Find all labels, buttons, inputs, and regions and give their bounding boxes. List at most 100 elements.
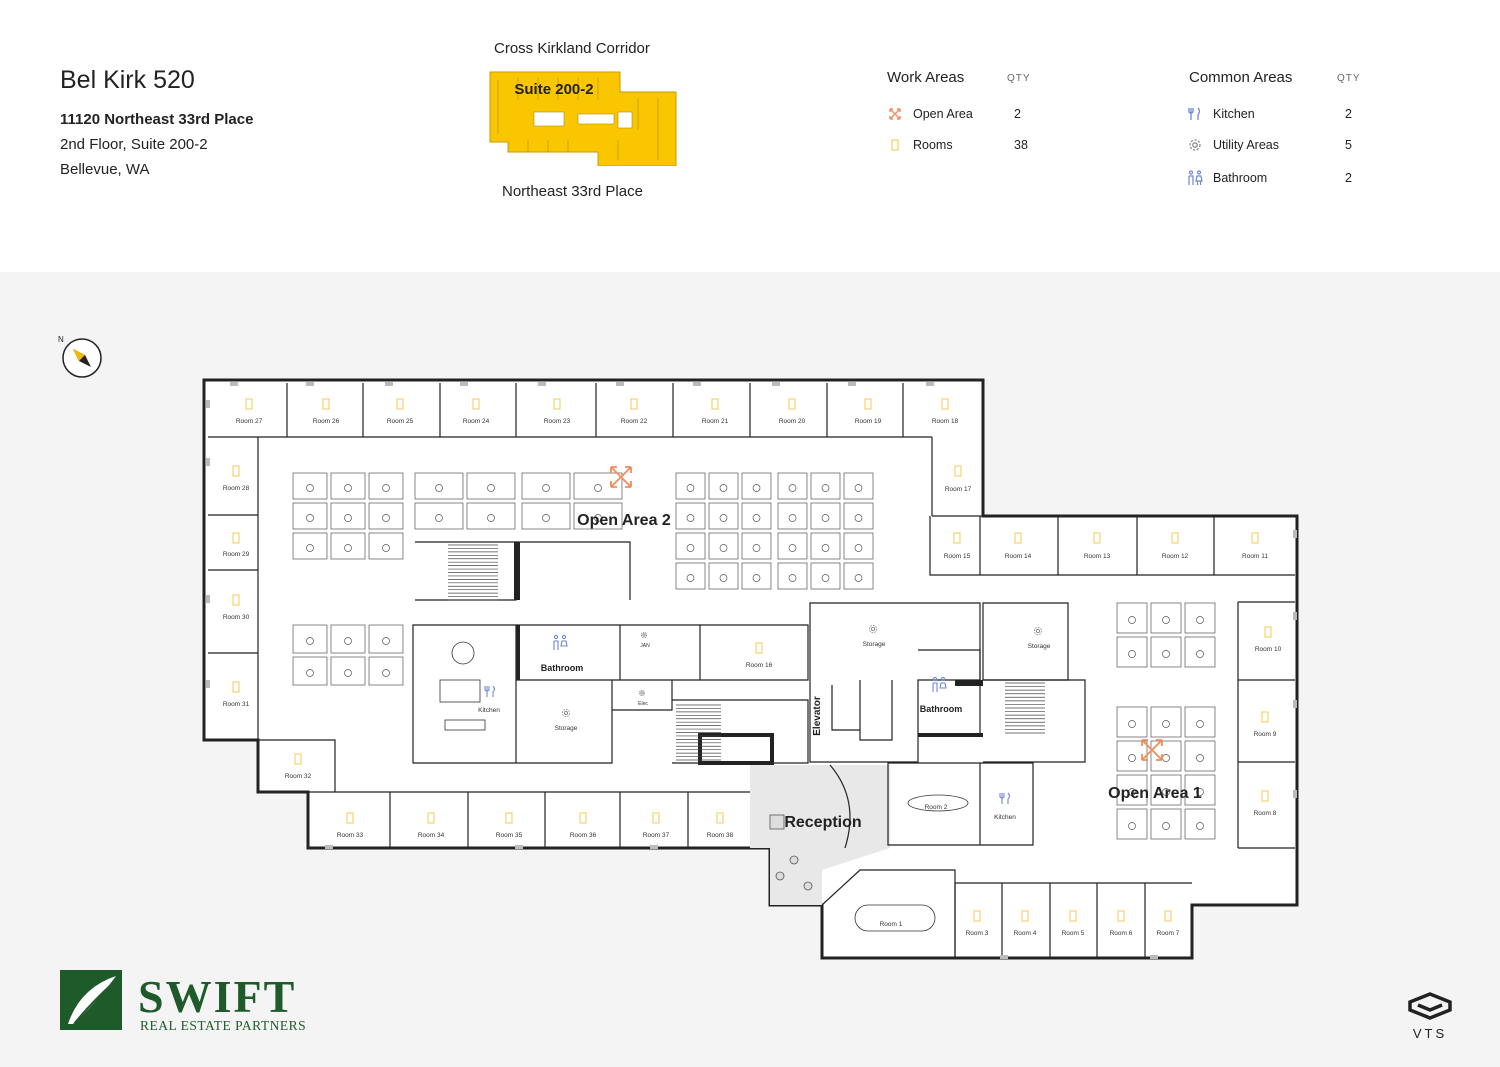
workstation-desk — [741, 562, 772, 590]
room-18-label: Room 18 — [932, 418, 959, 425]
workstation-chair — [1196, 822, 1204, 830]
compass-icon: N — [58, 335, 102, 378]
workstation-chair — [854, 484, 863, 492]
room-22-label: Room 22 — [621, 418, 648, 425]
workstation-chair — [1196, 754, 1204, 762]
room-1-label: Room 1 — [880, 921, 903, 928]
street-address: 11120 Northeast 33rd Place — [60, 111, 254, 128]
storage-b-label: Storage — [863, 641, 886, 648]
header-panel: Bel Kirk 520 11120 Northeast 33rd Place … — [0, 0, 1500, 272]
room-31-label: Room 31 — [223, 701, 250, 708]
room-9-label: Room 9 — [1254, 731, 1277, 738]
workstation-chair — [487, 514, 495, 522]
workstation-desk — [368, 532, 404, 560]
bathroom-icon — [1187, 170, 1203, 186]
room-14-label: Room 14 — [1005, 553, 1032, 560]
workstation-chair — [344, 514, 352, 522]
room-icon — [245, 398, 253, 410]
workstation-desk — [843, 502, 874, 530]
room-icon — [232, 532, 240, 544]
workstation-desk — [368, 502, 404, 530]
floor-suite: 2nd Floor, Suite 200-2 — [60, 136, 208, 153]
common-areas-qty-header: QTY — [1337, 73, 1361, 84]
workstation-chair — [719, 574, 728, 582]
room-icon — [1014, 532, 1022, 544]
storage-a-label: Storage — [555, 725, 578, 732]
room-icons — [232, 398, 1272, 922]
workstation-chair — [487, 484, 495, 492]
room-3-label: Room 3 — [966, 930, 989, 937]
room-icon — [973, 910, 981, 922]
workstation-chair — [686, 544, 695, 552]
workstation-chair — [306, 544, 314, 552]
workstation-desk — [330, 656, 366, 686]
workstation-desk — [675, 562, 706, 590]
workstation-chair — [344, 544, 352, 552]
workstation-chair — [542, 484, 550, 492]
room-icon — [755, 642, 763, 654]
room-icon — [553, 398, 561, 410]
room-icon — [1264, 626, 1272, 638]
workstation-desk — [1184, 706, 1216, 738]
legend-open-area: Open Area — [887, 106, 973, 122]
legend-rooms: Rooms — [887, 137, 953, 153]
workstation-desk — [1150, 740, 1182, 772]
legend-bathroom: Bathroom — [1187, 170, 1267, 186]
room-icon — [232, 681, 240, 693]
workstation-desk — [1150, 774, 1182, 806]
legend-bathroom-qty: 2 — [1345, 171, 1352, 185]
workstation-chair — [306, 669, 314, 677]
workstation-desk — [708, 502, 739, 530]
legend-utility-qty: 5 — [1345, 138, 1352, 152]
workstation-chair — [854, 574, 863, 582]
workstation-desks — [292, 472, 1216, 840]
workstation-chair — [719, 514, 728, 522]
workstation-chair — [788, 544, 797, 552]
room-15-label: Room 15 — [944, 553, 971, 560]
workstation-desk — [292, 624, 328, 654]
room-37-label: Room 37 — [643, 832, 670, 839]
workstation-chair — [1196, 720, 1204, 728]
workstation-desk — [573, 472, 623, 500]
room-icon — [579, 812, 587, 824]
workstation-chair — [719, 544, 728, 552]
workstation-chair — [821, 574, 830, 582]
workstation-desk — [843, 562, 874, 590]
bathroom-b-label: Bathroom — [920, 704, 963, 714]
workstation-chair — [1162, 822, 1170, 830]
workstation-chair — [382, 484, 390, 492]
workstation-desk — [330, 472, 366, 500]
conference-table-room-2 — [907, 794, 969, 812]
work-areas-qty-header: QTY — [1007, 73, 1031, 84]
workstation-desk — [1150, 808, 1182, 840]
room-30-label: Room 30 — [223, 614, 250, 621]
key-plan-bottom-label: Northeast 33rd Place — [502, 183, 643, 200]
room-icon — [864, 398, 872, 410]
thick-walls — [514, 542, 983, 765]
workstation-desk — [330, 624, 366, 654]
workstation-desk — [810, 532, 841, 560]
room-icon — [472, 398, 480, 410]
workstation-desk — [1116, 602, 1148, 634]
workstation-chair — [686, 514, 695, 522]
swift-logo-tagline: REAL ESTATE PARTNERS — [140, 1018, 306, 1033]
room-32-label: Room 32 — [285, 773, 312, 780]
workstation-desk — [708, 562, 739, 590]
open-area-icon — [1141, 739, 1163, 761]
room-23-label: Room 23 — [544, 418, 571, 425]
room-icon — [1261, 711, 1269, 723]
workstation-chair — [1196, 616, 1204, 624]
workstation-chair — [382, 669, 390, 677]
workstation-chair — [1128, 822, 1136, 830]
room-27-label: Room 27 — [236, 418, 263, 425]
workstation-chair — [821, 514, 830, 522]
room-10-label: Room 10 — [1255, 646, 1282, 653]
workstation-chair — [1128, 616, 1136, 624]
workstation-chair — [1128, 754, 1136, 762]
room-36-label: Room 36 — [570, 832, 597, 839]
workstation-desk — [368, 472, 404, 500]
kitchen-b-label: Kitchen — [994, 814, 1016, 821]
legend-kitchen: Kitchen — [1187, 106, 1255, 122]
kitchen-icon — [999, 792, 1011, 804]
